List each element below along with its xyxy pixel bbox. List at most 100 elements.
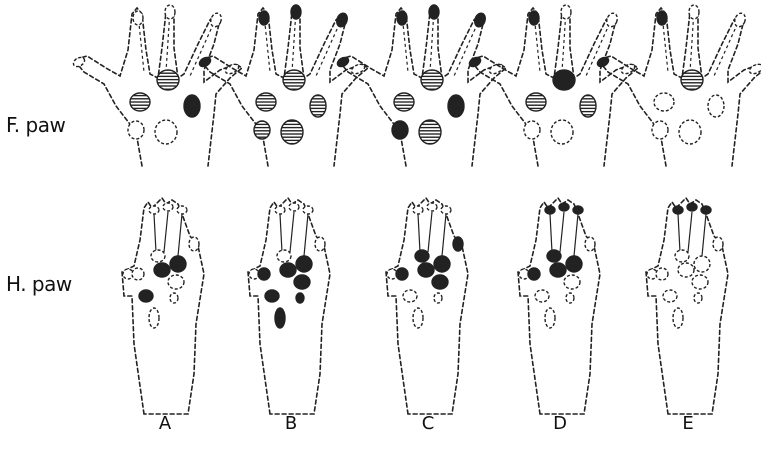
fore-paw-row-label: F. paw — [6, 113, 65, 137]
hind-toe-1-tip — [123, 269, 133, 279]
toe-guide-line — [678, 214, 680, 252]
hind-paw-row-label: H. paw — [6, 272, 72, 296]
hind-heel-small-pad — [296, 293, 304, 303]
hind-toe-3-tip — [289, 203, 299, 211]
hind-heel-small-pad — [566, 293, 574, 303]
toe-guide-line — [178, 214, 182, 256]
hind-toe-4-tip — [573, 206, 583, 214]
hind-right-metatarsal-pad — [564, 275, 580, 289]
fore-left-interdigital-pad — [654, 93, 674, 111]
hind-toe-3-tip — [163, 203, 173, 211]
column-label-d: D — [540, 413, 580, 434]
fore-middle-palm-pad — [551, 120, 573, 144]
fore-digit-4-tip — [605, 12, 619, 29]
hind-paw-b — [248, 198, 330, 414]
hind-toe-2-tip — [413, 206, 423, 214]
fore-digit-2-tip — [259, 11, 269, 25]
hind-toe-3-tip — [427, 203, 437, 211]
column-label-a: A — [145, 413, 185, 434]
fore-digit-2-tip — [133, 11, 143, 25]
hind-center-left-metatarsal-pad — [675, 250, 689, 262]
hind-toe-4-tip — [441, 206, 451, 214]
hind-paw-c — [386, 198, 468, 414]
fore-center-pad — [553, 70, 575, 90]
fore-paw-outline — [470, 6, 638, 166]
fore-right-interdigital-pad — [448, 95, 464, 117]
hind-paw-outline — [646, 198, 728, 414]
hind-heel-small-pad — [434, 293, 442, 303]
hind-heel-small-pad — [170, 293, 178, 303]
fore-left-palm-pad — [128, 121, 144, 139]
toe-guide-line — [280, 214, 282, 252]
hind-paw-e — [646, 198, 728, 414]
hind-toe-4-tip — [701, 206, 711, 214]
fore-left-interdigital-pad — [256, 93, 276, 111]
column-label-b: B — [271, 413, 311, 434]
toe-guide-line — [574, 214, 578, 256]
hind-paw-outline — [248, 198, 330, 414]
digit-guide-line — [562, 10, 566, 72]
fore-paw-a — [72, 5, 242, 166]
hind-center-left-metatarsal-pad — [415, 250, 429, 262]
fore-digit-2-tip — [397, 11, 407, 25]
hind-paw-outline — [518, 198, 600, 414]
fore-left-palm-pad — [254, 121, 270, 139]
hind-center-metatarsal-pad — [678, 263, 694, 277]
fore-digit-3-tip — [429, 5, 439, 19]
hind-center-metatarsal-pad — [154, 263, 170, 277]
hind-center-left-metatarsal-pad — [277, 250, 291, 262]
fore-middle-palm-pad — [281, 120, 303, 144]
fore-paw-e — [596, 5, 761, 166]
fore-paw-outline — [598, 6, 761, 166]
toe-guide-line — [560, 212, 564, 252]
fore-digit-4-tip — [335, 12, 349, 29]
hind-heel-left-pad — [265, 290, 279, 302]
hind-center-left-metatarsal-pad — [547, 250, 561, 262]
toe-guide-line — [154, 214, 156, 252]
fore-middle-palm-pad — [419, 120, 441, 144]
fore-paw-outline — [338, 6, 506, 166]
hind-left-metatarsal-pad — [258, 268, 270, 280]
hind-toe-2-tip — [673, 206, 683, 214]
fore-center-pad — [421, 70, 443, 90]
column-label-c: C — [408, 413, 448, 434]
hind-right-metatarsal-pad — [692, 275, 708, 289]
hind-toe-4-tip — [177, 206, 187, 214]
fore-middle-palm-pad — [679, 120, 701, 144]
fore-digit-4-tip — [733, 12, 747, 29]
hind-right-metatarsal-pad — [432, 275, 448, 289]
hind-toe-5-tip — [585, 237, 595, 251]
fore-left-palm-pad — [392, 121, 408, 139]
fore-paw-outline — [200, 6, 368, 166]
hind-paw-outline — [122, 198, 204, 414]
hind-right-metatarsal-pad — [294, 275, 310, 289]
fore-center-pad — [681, 70, 703, 90]
fore-left-interdigital-pad — [130, 93, 150, 111]
toe-guide-line — [418, 214, 420, 252]
fore-digit-2-tip — [529, 11, 539, 25]
hind-toe-5-tip — [453, 237, 463, 251]
fore-right-interdigital-pad — [708, 95, 724, 117]
hind-toe-2-tip — [545, 206, 555, 214]
toe-guide-line — [688, 212, 692, 252]
digit-guide-line — [690, 10, 694, 72]
hind-heel-left-pad — [403, 290, 417, 302]
fore-paw-c — [336, 5, 506, 166]
hind-toe-5-tip — [713, 237, 723, 251]
hind-heel-lower-pad — [149, 308, 159, 328]
fore-center-pad — [157, 70, 179, 90]
hind-center-right-metatarsal-pad — [434, 256, 450, 272]
hind-center-right-metatarsal-pad — [694, 256, 710, 272]
fore-left-palm-pad — [524, 121, 540, 139]
hind-center-metatarsal-pad — [418, 263, 434, 277]
fore-digit-4-tip — [473, 12, 487, 29]
hind-toe-2-tip — [149, 206, 159, 214]
hind-center-left-metatarsal-pad — [151, 250, 165, 262]
fore-digit-4-tip — [209, 12, 223, 29]
fore-digit-2-tip — [657, 11, 667, 25]
hind-toe-1-tip — [647, 269, 657, 279]
fore-right-interdigital-pad — [310, 95, 326, 117]
hind-left-metatarsal-pad — [396, 268, 408, 280]
hind-center-right-metatarsal-pad — [566, 256, 582, 272]
digit-guide-line — [166, 10, 170, 72]
